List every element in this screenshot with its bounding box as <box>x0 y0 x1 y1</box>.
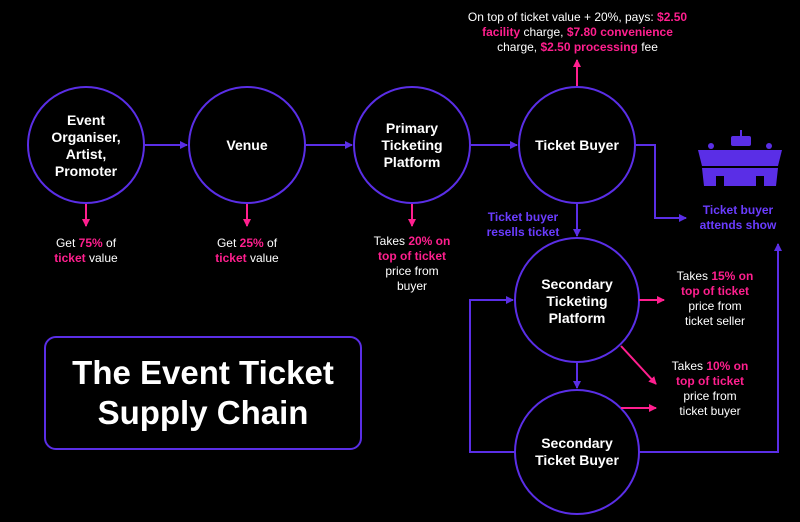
node-organiser-label: Event Organiser, Artist, Promoter <box>36 112 136 180</box>
node-secondary-platform-label: Secondary Ticketing Platform <box>522 276 632 327</box>
pink-arrow-secondary-diag <box>620 345 657 385</box>
note-secondary-buyer: Takes 10% on top of ticket price from ti… <box>655 359 765 419</box>
arrow-secondary-buyer-attends <box>639 243 782 453</box>
note-attends-line1: Ticket buyer <box>702 203 774 217</box>
fees-text-1: On top of ticket value + 20%, pays: <box>467 10 658 24</box>
node-secondary-buyer-line2: Ticket Buyer <box>535 452 619 468</box>
node-venue-text: Venue <box>226 137 268 153</box>
note-venue-mid: of <box>263 236 278 250</box>
note-resells-line2: resells ticket <box>486 225 560 239</box>
note-organiser-pct: 75% <box>78 236 103 250</box>
node-organiser-line1: Event <box>66 112 106 128</box>
page-title-line2: Supply Chain <box>97 394 309 431</box>
note-secbuyer-hl2: top of ticket <box>676 374 744 388</box>
node-organiser-line4: Promoter <box>54 163 118 179</box>
note-primary-hl1: 20% on <box>408 234 451 248</box>
node-primary-line1: Primary <box>385 120 439 136</box>
node-buyer-label: Ticket Buyer <box>522 137 632 154</box>
note-secbuyer-hl1: 10% on <box>706 359 749 373</box>
title-box: The Event Ticket Supply Chain <box>44 336 362 450</box>
arrow-loop-back <box>469 296 515 453</box>
note-venue-pre: Get <box>216 236 240 250</box>
note-secseller-line4: ticket seller <box>684 314 746 328</box>
note-organiser: Get 75% of ticket value <box>36 236 136 266</box>
note-resells: Ticket buyer resells ticket <box>468 210 578 240</box>
page-title-line1: The Event Ticket <box>72 354 334 391</box>
note-secseller-hl2: top of ticket <box>681 284 749 298</box>
arrow-buyer-attends <box>636 144 687 222</box>
note-attends-line2: attends show <box>699 218 777 232</box>
fees-hl-2: facility <box>482 25 521 39</box>
node-organiser-line2: Organiser, <box>51 129 121 145</box>
note-organiser-pre: Get <box>55 236 79 250</box>
node-secondary-buyer-label: Secondary Ticket Buyer <box>517 435 637 469</box>
note-organiser-mid: of <box>102 236 117 250</box>
note-secbuyer-pre: Takes <box>671 359 707 373</box>
fees-text-3: charge, <box>497 40 541 54</box>
note-primary-pre: Takes <box>373 234 409 248</box>
note-venue-hl: ticket <box>215 251 247 265</box>
fees-text-4: fee <box>637 40 658 54</box>
node-buyer-circle <box>518 86 636 204</box>
node-primary-label: Primary Ticketing Platform <box>357 120 467 171</box>
fees-text-2: charge, <box>520 25 567 39</box>
node-organiser-line3: Artist, <box>65 146 107 162</box>
note-buyer-fees: On top of ticket value + 20%, pays: $2.5… <box>440 10 715 55</box>
node-primary-line3: Platform <box>383 154 441 170</box>
note-secseller-pre: Takes <box>676 269 712 283</box>
note-venue-pct: 25% <box>239 236 264 250</box>
fees-hl-1: $2.50 <box>657 10 688 24</box>
note-primary-line4: buyer <box>396 279 428 293</box>
node-buyer-text: Ticket Buyer <box>535 137 619 153</box>
note-secseller-line3: price from <box>688 299 742 313</box>
node-primary-circle <box>353 86 471 204</box>
note-organiser-hl: ticket <box>54 251 86 265</box>
note-secbuyer-line3: price from <box>683 389 737 403</box>
node-secondary-platform-line3: Platform <box>548 310 606 326</box>
note-secondary-seller: Takes 15% on top of ticket price from ti… <box>660 269 770 329</box>
stadium-icon <box>698 130 782 186</box>
note-attends: Ticket buyer attends show <box>683 203 793 233</box>
page-title: The Event Ticket Supply Chain <box>72 353 334 433</box>
note-venue: Get 25% of ticket value <box>197 236 297 266</box>
note-secbuyer-line4: ticket buyer <box>679 404 741 418</box>
node-secondary-platform-line1: Secondary <box>541 276 613 292</box>
note-primary: Takes 20% on top of ticket price from bu… <box>352 234 472 294</box>
note-venue-post: value <box>246 251 279 265</box>
node-secondary-buyer-line1: Secondary <box>541 435 613 451</box>
note-organiser-post: value <box>85 251 118 265</box>
fees-hl-4: $2.50 processing <box>540 40 638 54</box>
node-venue-circle <box>188 86 306 204</box>
note-primary-hl2: top of ticket <box>378 249 446 263</box>
node-organiser-circle <box>27 86 145 204</box>
node-primary-line2: Ticketing <box>381 137 443 153</box>
node-secondary-platform-line2: Ticketing <box>546 293 608 309</box>
fees-hl-3: $7.80 convenience <box>566 25 673 39</box>
note-secseller-hl1: 15% on <box>711 269 754 283</box>
node-venue-label: Venue <box>197 137 297 154</box>
note-primary-line3: price from <box>385 264 439 278</box>
note-resells-line1: Ticket buyer <box>487 210 559 224</box>
